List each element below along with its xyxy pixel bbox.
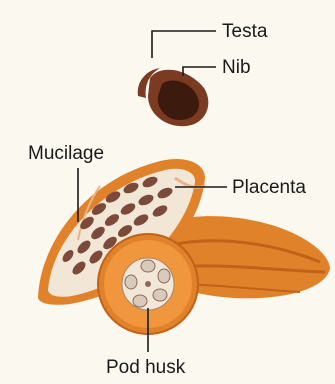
nib-leader bbox=[183, 67, 216, 76]
mucilage-label: Mucilage bbox=[28, 144, 104, 163]
seed bbox=[138, 68, 209, 126]
testa-leader bbox=[152, 31, 216, 58]
nib-label: Nib bbox=[222, 58, 251, 77]
placenta-label: Placenta bbox=[232, 178, 306, 197]
testa-label: Testa bbox=[222, 22, 267, 41]
pod-husk-label: Pod husk bbox=[106, 358, 185, 377]
